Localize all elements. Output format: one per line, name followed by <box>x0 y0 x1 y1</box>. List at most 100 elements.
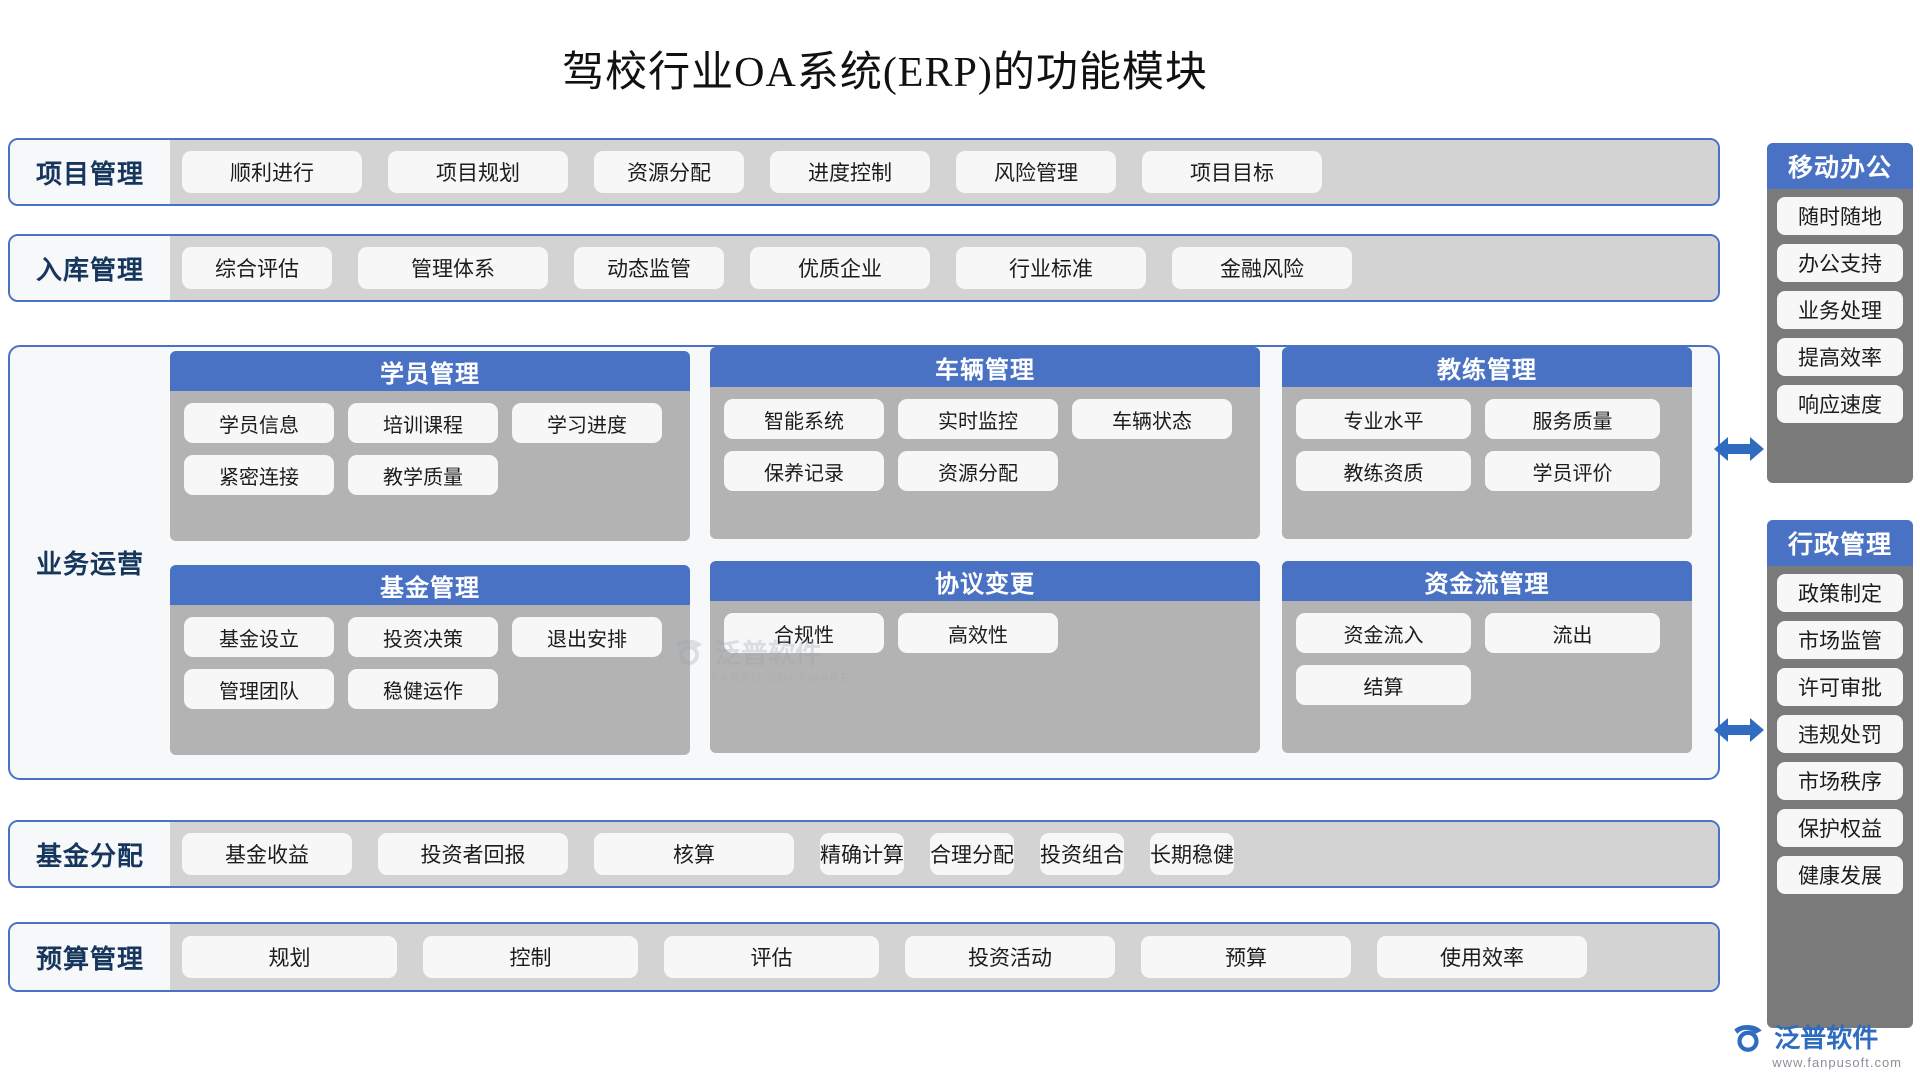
sidebar-mobile-office: 移动办公 随时随地 办公支持 业务处理 提高效率 响应速度 <box>1767 143 1913 483</box>
chip-fund-4[interactable]: 管理团队 <box>184 669 334 709</box>
chip-project-5[interactable]: 风险管理 <box>956 151 1116 193</box>
panel-agreement-change: 协议变更 合规性 高效性 <box>710 561 1260 753</box>
chip-inbound-4[interactable]: 优质企业 <box>750 247 930 289</box>
chip-project-1[interactable]: 顺利进行 <box>182 151 362 193</box>
brand-logo-block: 泛普软件 www.fanpusoft.com <box>1730 1018 1902 1070</box>
chip-student-4[interactable]: 紧密连接 <box>184 455 334 495</box>
panel-title-fund-management: 基金管理 <box>170 565 690 605</box>
chip-fund-1[interactable]: 基金设立 <box>184 617 334 657</box>
panel-body-vehicle-management: 智能系统 实时监控 车辆状态 保养记录 资源分配 <box>710 387 1260 505</box>
chip-inbound-1[interactable]: 综合评估 <box>182 247 332 289</box>
sidebar-item-admin-5[interactable]: 市场秩序 <box>1777 762 1903 800</box>
chip-alloc-1[interactable]: 基金收益 <box>182 833 352 875</box>
chip-alloc-5[interactable]: 合理分配 <box>930 833 1014 875</box>
panel-student-management: 学员管理 学员信息 培训课程 学习进度 紧密连接 教学质量 <box>170 351 690 541</box>
panel-coach-management: 教练管理 专业水平 服务质量 教练资质 学员评价 <box>1282 347 1692 539</box>
chip-fund-5[interactable]: 稳健运作 <box>348 669 498 709</box>
panel-body-cashflow-management: 资金流入 流出 结算 <box>1282 601 1692 719</box>
sidebar-item-admin-4[interactable]: 违规处罚 <box>1777 715 1903 753</box>
chip-budget-1[interactable]: 规划 <box>182 936 397 978</box>
sidebar-title-administrative-management: 行政管理 <box>1767 520 1913 566</box>
sidebar-item-mobile-5[interactable]: 响应速度 <box>1777 385 1903 423</box>
band-budget-management: 预算管理 规划 控制 评估 投资活动 预算 使用效率 <box>8 922 1720 992</box>
chip-coach-2[interactable]: 服务质量 <box>1485 399 1660 439</box>
band-project-management: 项目管理 顺利进行 项目规划 资源分配 进度控制 风险管理 项目目标 <box>8 138 1720 206</box>
chip-coach-1[interactable]: 专业水平 <box>1296 399 1471 439</box>
chip-fund-3[interactable]: 退出安排 <box>512 617 662 657</box>
chip-vehicle-3[interactable]: 车辆状态 <box>1072 399 1232 439</box>
chip-project-3[interactable]: 资源分配 <box>594 151 744 193</box>
panel-body-coach-management: 专业水平 服务质量 教练资质 学员评价 <box>1282 387 1692 505</box>
sidebar-item-admin-1[interactable]: 政策制定 <box>1777 574 1903 612</box>
chip-budget-4[interactable]: 投资活动 <box>905 936 1115 978</box>
chip-agreement-2[interactable]: 高效性 <box>898 613 1058 653</box>
sidebar-list-administrative-management: 政策制定 市场监管 许可审批 违规处罚 市场秩序 保护权益 健康发展 <box>1767 566 1913 894</box>
band-body-project-management: 顺利进行 项目规划 资源分配 进度控制 风险管理 项目目标 <box>170 140 1718 204</box>
chip-budget-3[interactable]: 评估 <box>664 936 879 978</box>
panel-title-coach-management: 教练管理 <box>1282 347 1692 387</box>
chip-student-5[interactable]: 教学质量 <box>348 455 498 495</box>
panel-cashflow-management: 资金流管理 资金流入 流出 结算 <box>1282 561 1692 753</box>
page-title: 驾校行业OA系统(ERP)的功能模块 <box>562 50 1208 96</box>
sidebar-item-mobile-4[interactable]: 提高效率 <box>1777 338 1903 376</box>
sidebar-item-mobile-1[interactable]: 随时随地 <box>1777 197 1903 235</box>
chip-project-4[interactable]: 进度控制 <box>770 151 930 193</box>
chip-project-2[interactable]: 项目规划 <box>388 151 568 193</box>
panel-body-fund-management: 基金设立 投资决策 退出安排 管理团队 稳健运作 <box>170 605 690 723</box>
chip-coach-4[interactable]: 学员评价 <box>1485 451 1660 491</box>
chip-fund-2[interactable]: 投资决策 <box>348 617 498 657</box>
double-arrow-icon-bottom <box>1712 713 1766 747</box>
brand-url: www.fanpusoft.com <box>1772 1055 1902 1070</box>
sidebar-item-admin-7[interactable]: 健康发展 <box>1777 856 1903 894</box>
panel-title-agreement-change: 协议变更 <box>710 561 1260 601</box>
chip-alloc-4[interactable]: 精确计算 <box>820 833 904 875</box>
chip-inbound-2[interactable]: 管理体系 <box>358 247 548 289</box>
brand-name: 泛普软件 <box>1774 1023 1879 1053</box>
panel-fund-management: 基金管理 基金设立 投资决策 退出安排 管理团队 稳健运作 <box>170 565 690 755</box>
band-body-fund-allocation: 基金收益 投资者回报 核算 精确计算 合理分配 投资组合 长期稳健 <box>170 822 1718 886</box>
panel-title-cashflow-management: 资金流管理 <box>1282 561 1692 601</box>
chip-cashflow-2[interactable]: 流出 <box>1485 613 1660 653</box>
chip-coach-3[interactable]: 教练资质 <box>1296 451 1471 491</box>
chip-student-1[interactable]: 学员信息 <box>184 403 334 443</box>
panel-title-student-management: 学员管理 <box>170 351 690 391</box>
chip-inbound-3[interactable]: 动态监管 <box>574 247 724 289</box>
operations-panel-grid: 学员管理 学员信息 培训课程 学习进度 紧密连接 教学质量 车辆管理 智能系统 … <box>170 347 1718 778</box>
panel-body-student-management: 学员信息 培训课程 学习进度 紧密连接 教学质量 <box>170 391 690 509</box>
band-body-inbound-management: 综合评估 管理体系 动态监管 优质企业 行业标准 金融风险 <box>170 236 1718 300</box>
chip-budget-6[interactable]: 使用效率 <box>1377 936 1587 978</box>
band-label-fund-allocation: 基金分配 <box>10 822 170 886</box>
double-arrow-icon-top <box>1712 432 1766 466</box>
chip-alloc-3[interactable]: 核算 <box>594 833 794 875</box>
chip-vehicle-5[interactable]: 资源分配 <box>898 451 1058 491</box>
sidebar-item-admin-6[interactable]: 保护权益 <box>1777 809 1903 847</box>
sidebar-list-mobile-office: 随时随地 办公支持 业务处理 提高效率 响应速度 <box>1767 189 1913 423</box>
sidebar-item-admin-3[interactable]: 许可审批 <box>1777 668 1903 706</box>
chip-agreement-1[interactable]: 合规性 <box>724 613 884 653</box>
chip-project-6[interactable]: 项目目标 <box>1142 151 1322 193</box>
band-inbound-management: 入库管理 综合评估 管理体系 动态监管 优质企业 行业标准 金融风险 <box>8 234 1720 302</box>
chip-inbound-5[interactable]: 行业标准 <box>956 247 1146 289</box>
chip-alloc-2[interactable]: 投资者回报 <box>378 833 568 875</box>
band-fund-allocation: 基金分配 基金收益 投资者回报 核算 精确计算 合理分配 投资组合 长期稳健 <box>8 820 1720 888</box>
sidebar-administrative-management: 行政管理 政策制定 市场监管 许可审批 违规处罚 市场秩序 保护权益 健康发展 <box>1767 520 1913 1028</box>
chip-budget-5[interactable]: 预算 <box>1141 936 1351 978</box>
chip-budget-2[interactable]: 控制 <box>423 936 638 978</box>
chip-inbound-6[interactable]: 金融风险 <box>1172 247 1352 289</box>
chip-cashflow-1[interactable]: 资金流入 <box>1296 613 1471 653</box>
sidebar-title-mobile-office: 移动办公 <box>1767 143 1913 189</box>
panel-title-vehicle-management: 车辆管理 <box>710 347 1260 387</box>
chip-vehicle-4[interactable]: 保养记录 <box>724 451 884 491</box>
chip-cashflow-3[interactable]: 结算 <box>1296 665 1471 705</box>
sidebar-item-admin-2[interactable]: 市场监管 <box>1777 621 1903 659</box>
chip-alloc-7[interactable]: 长期稳健 <box>1150 833 1234 875</box>
chip-student-2[interactable]: 培训课程 <box>348 403 498 443</box>
sidebar-item-mobile-2[interactable]: 办公支持 <box>1777 244 1903 282</box>
chip-alloc-6[interactable]: 投资组合 <box>1040 833 1124 875</box>
sidebar-item-mobile-3[interactable]: 业务处理 <box>1777 291 1903 329</box>
brand-logo-icon <box>1734 1024 1763 1052</box>
chip-vehicle-2[interactable]: 实时监控 <box>898 399 1058 439</box>
chip-student-3[interactable]: 学习进度 <box>512 403 662 443</box>
chip-vehicle-1[interactable]: 智能系统 <box>724 399 884 439</box>
